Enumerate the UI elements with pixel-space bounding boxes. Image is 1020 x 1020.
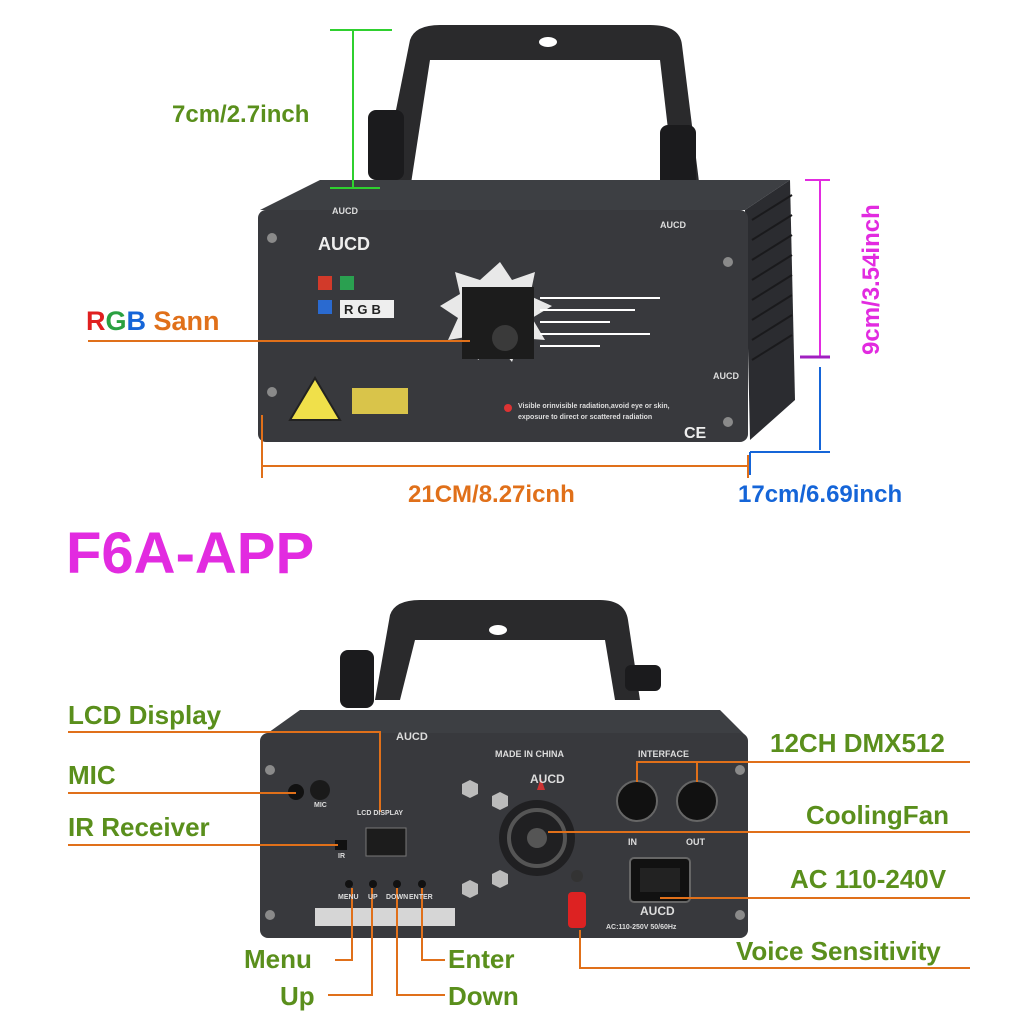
- rear-brand-2: AUCD: [530, 772, 565, 786]
- dmx-in: [616, 780, 658, 822]
- rear-body-top: [265, 710, 745, 735]
- rear-brand-1: AUCD: [396, 731, 428, 743]
- model-title: F6A-APP: [66, 521, 315, 586]
- warning-line-1: Visible orinvisible radiation,avoid eye …: [518, 403, 670, 410]
- mic-label: MIC: [68, 760, 116, 790]
- rgb-r: R: [86, 306, 106, 336]
- ac-rating: AC:110-250V 50/60Hz: [606, 924, 677, 931]
- mic-panel-label: MIC: [314, 802, 327, 809]
- menu-label: Menu: [244, 944, 312, 974]
- in-label: IN: [628, 837, 637, 847]
- out-label: OUT: [686, 837, 705, 847]
- rgb-b: B: [126, 306, 147, 336]
- width-label: 21CM/8.27icnh: [408, 481, 575, 508]
- rgb-g: G: [105, 306, 127, 336]
- dmx-label: 12CH DMX512: [770, 728, 945, 758]
- voice-knob: [568, 892, 586, 928]
- top-handle: [380, 25, 700, 190]
- handle-height-label: 7cm/2.7inch: [172, 101, 310, 128]
- enter-label: Enter: [448, 944, 515, 974]
- rgb-plate: RGB: [344, 302, 385, 317]
- left-knob: [368, 110, 404, 180]
- cooling-fan-label: CoolingFan: [806, 800, 949, 830]
- ce-mark: CE: [684, 425, 707, 442]
- down-label: Down: [448, 981, 519, 1011]
- depth-label: 17cm/6.69inch: [738, 481, 903, 508]
- laser-warning: [288, 376, 342, 421]
- rear-left-knob: [340, 650, 374, 708]
- lcd-display-label: LCD Display: [68, 700, 222, 730]
- height-label: 9cm/3.54inch: [858, 204, 885, 355]
- lcd-screen: [365, 827, 407, 857]
- ac-label: AC 110-240V: [790, 864, 947, 894]
- dmx-out: [676, 780, 718, 822]
- down-panel-label: DOWN: [386, 894, 409, 901]
- top-logo: AUCD: [318, 234, 370, 254]
- top-body-top: [260, 180, 790, 210]
- rear-handle: [375, 600, 640, 700]
- rgb-sann: Sann: [153, 306, 220, 336]
- enter-panel-label: ENTER: [409, 894, 433, 901]
- top-brand-3: AUCD: [713, 371, 739, 381]
- menu-panel-label: MENU: [338, 894, 359, 901]
- top-brand-1: AUCD: [332, 206, 358, 216]
- ir-receiver-label: IR Receiver: [68, 812, 210, 842]
- top-brand-2: AUCD: [660, 220, 686, 230]
- ir-window: [335, 840, 347, 850]
- up-panel-label: UP: [368, 894, 378, 901]
- warning-line-2: exposure to direct or scattered radiatio…: [518, 414, 653, 421]
- rear-right-knob: [625, 665, 661, 691]
- made-in-china: MADE IN CHINA: [495, 749, 564, 759]
- voice-sensitivity-label: Voice Sensitivity: [736, 936, 941, 966]
- rgb-sann-label: RGB Sann: [86, 308, 220, 335]
- lcd-panel-label: LCD DISPLAY: [357, 810, 404, 817]
- top-body-side: [745, 180, 795, 440]
- rear-brand-3: AUCD: [640, 904, 675, 918]
- ir-panel-label: IR: [338, 853, 345, 860]
- up-label: Up: [280, 981, 315, 1011]
- right-knob: [660, 125, 696, 195]
- interface-label: INTERFACE: [638, 749, 690, 759]
